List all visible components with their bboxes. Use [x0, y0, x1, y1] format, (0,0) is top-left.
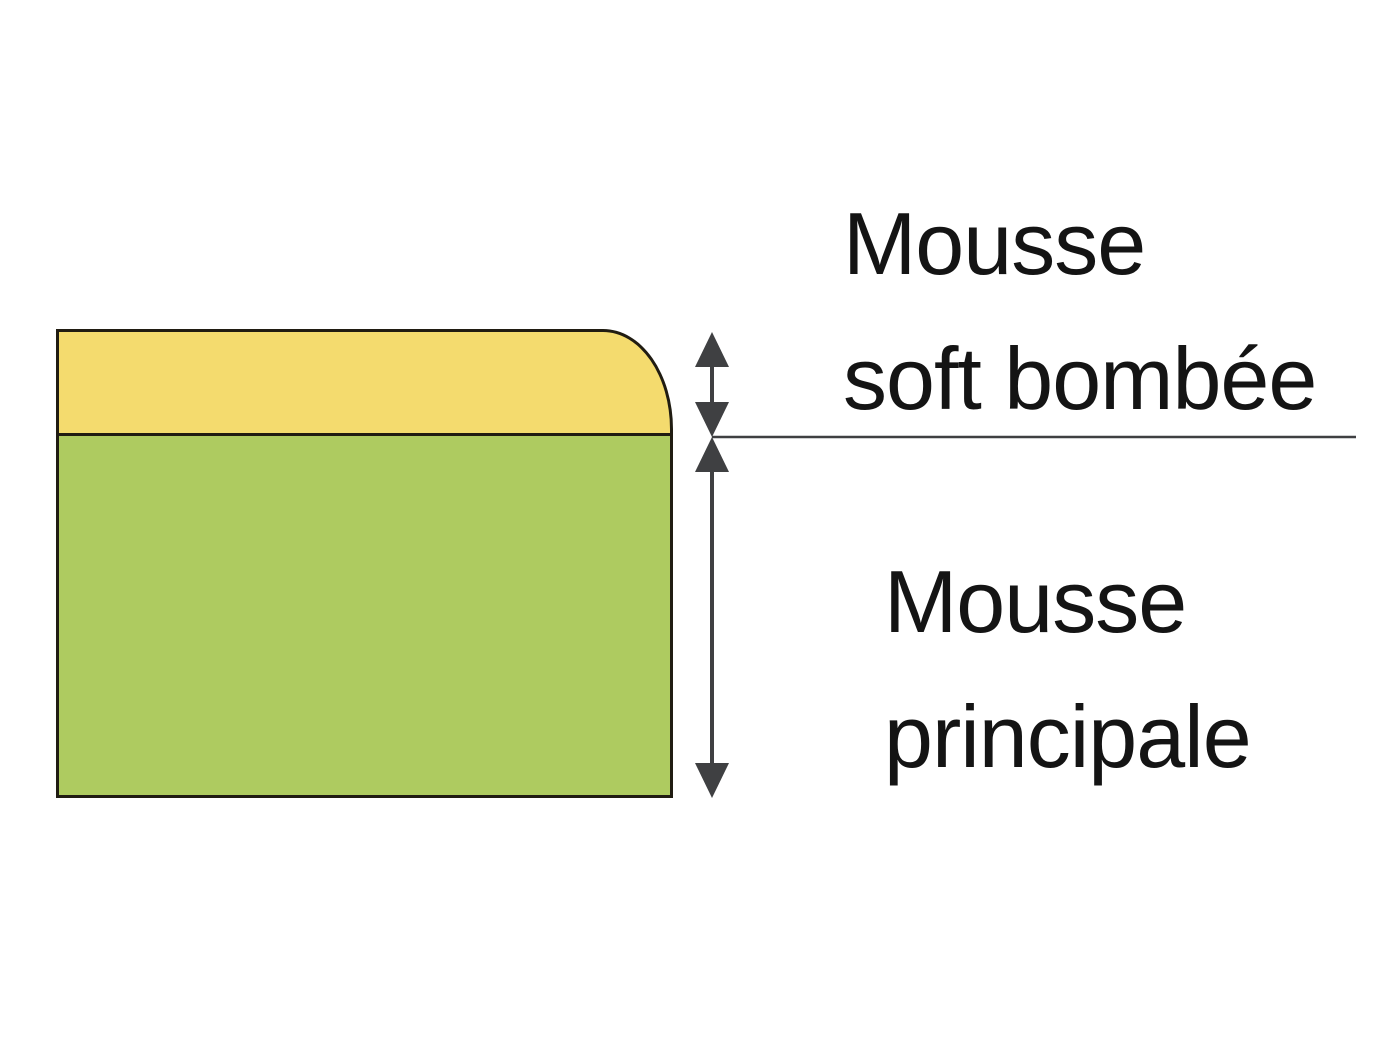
soft-layer-thickness-arrow: [695, 332, 729, 437]
soft-foam-shape: [56, 329, 673, 436]
soft-layer-label: Mousse soft bombée: [843, 194, 1317, 428]
main-layer-thickness-arrow: [695, 437, 729, 798]
main-layer-label: Mousse principale: [884, 552, 1252, 786]
arrowhead-up-icon: [695, 437, 729, 472]
arrowhead-down-icon: [695, 402, 729, 437]
arrowhead-down-icon: [695, 763, 729, 798]
main-foam-shape: [56, 433, 673, 798]
arrowhead-up-icon: [695, 332, 729, 367]
